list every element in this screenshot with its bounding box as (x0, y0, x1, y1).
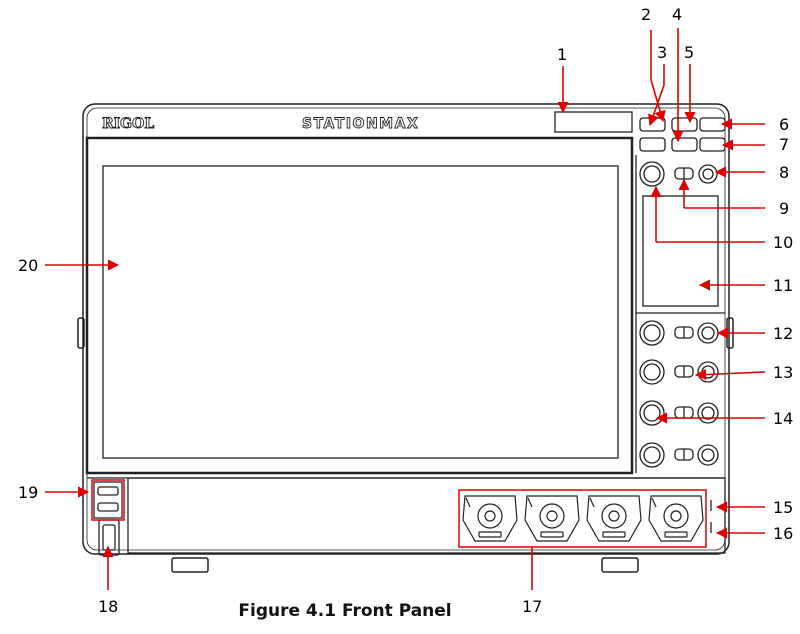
callout-5: 5 (684, 43, 694, 62)
second-row-button-7 (699, 137, 726, 152)
channel-input-3 (586, 495, 642, 542)
usb-port-1 (97, 486, 119, 496)
function-key-screen (642, 195, 719, 307)
callout-8: 8 (779, 163, 789, 182)
callout-box-17 (458, 489, 707, 548)
callout-17: 17 (522, 597, 542, 616)
callout-10: 10 (773, 233, 793, 252)
channel-input-2 (524, 495, 580, 542)
callout-20: 20 (18, 256, 38, 275)
instrument-body (77, 103, 734, 573)
callout-4: 4 (672, 5, 682, 24)
usb-port-group (93, 481, 123, 519)
callout-12: 12 (773, 324, 793, 343)
vertical-control-rows (639, 320, 719, 468)
callout-11: 11 (773, 276, 793, 295)
callout-6: 6 (779, 115, 789, 134)
top-button-6 (699, 117, 726, 132)
callout-3: 3 (657, 43, 667, 62)
small-knob (697, 322, 719, 344)
touch-display (85, 136, 634, 475)
small-knob (698, 164, 718, 184)
control-row-3 (639, 400, 719, 426)
callout-arrows (45, 28, 766, 590)
brand-logo: RIGOL (102, 116, 154, 132)
top-button-4 (671, 117, 698, 132)
rotary-knob (639, 359, 665, 385)
second-row-button-5 (671, 137, 698, 152)
control-row-2 (639, 359, 719, 385)
callout-13: 13 (773, 363, 793, 382)
small-knob (697, 361, 719, 383)
callout-15: 15 (773, 498, 793, 517)
callout-14: 14 (773, 409, 793, 428)
second-row-button-3 (639, 137, 666, 152)
top-label-window (554, 111, 633, 133)
callout-2: 2 (641, 5, 651, 24)
analog-channel-inputs (462, 495, 704, 542)
callout-9: 9 (779, 199, 789, 218)
rotary-knob (639, 320, 665, 346)
control-row-1 (639, 320, 719, 346)
callout-1: 1 (557, 45, 567, 64)
usb-port-2 (97, 502, 119, 512)
callout-19: 19 (18, 483, 38, 502)
small-knob (697, 402, 719, 424)
channel-input-4 (648, 495, 704, 542)
callout-7: 7 (779, 135, 789, 154)
callout-labels: 1 2 3 4 5 6 7 8 9 10 11 12 13 14 15 16 1… (18, 5, 793, 616)
top-button-group (639, 117, 726, 152)
small-knob (697, 444, 719, 466)
figure-caption: Figure 4.1 Front Panel (238, 601, 452, 621)
callout-box-19 (91, 479, 125, 521)
callout-16: 16 (773, 524, 793, 543)
rotary-knob (639, 442, 665, 468)
channel-input-1 (462, 495, 518, 542)
model-logo: STATIONMAX (302, 116, 419, 132)
callout-18: 18 (98, 597, 118, 616)
control-row-4 (639, 442, 719, 468)
